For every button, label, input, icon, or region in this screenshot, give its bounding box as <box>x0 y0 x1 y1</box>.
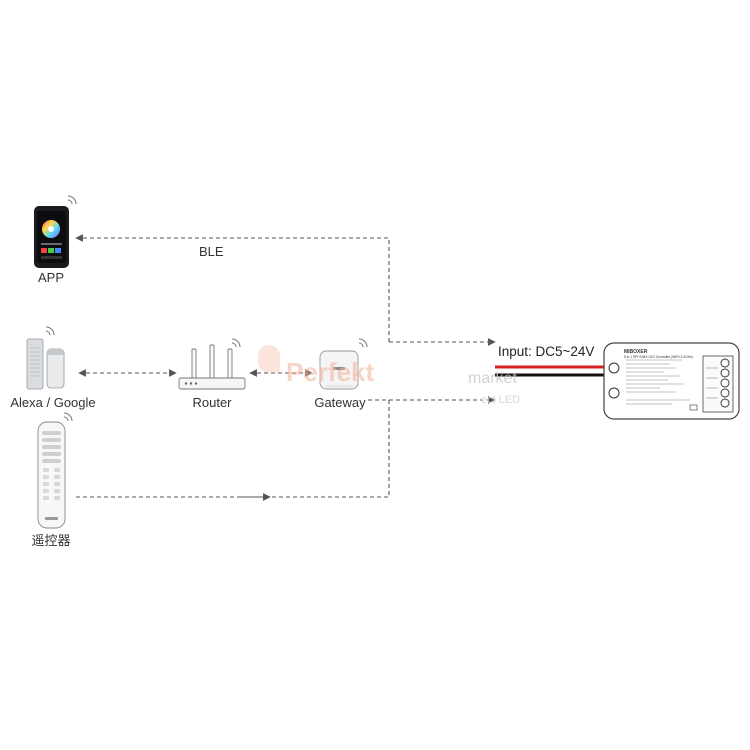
dashed-connections <box>75 234 496 501</box>
wifi-icon <box>67 195 77 205</box>
remote-control-icon <box>37 421 66 529</box>
wifi-icon <box>63 412 73 422</box>
remote-label: 遥控器 <box>31 533 71 548</box>
app-label: APP <box>37 270 65 285</box>
phone-icon <box>34 206 69 268</box>
watermark-tagline: ect LED <box>481 394 521 406</box>
wifi-icon <box>45 326 55 336</box>
wifi-icon <box>231 338 241 348</box>
gateway-label: Gateway <box>314 395 366 410</box>
smart-speaker-icon <box>26 338 65 390</box>
router-icon <box>178 344 246 390</box>
ble-line <box>75 234 390 342</box>
alexa-google-label: Alexa / Google <box>10 395 96 410</box>
led-controller-device <box>603 342 740 420</box>
controller-title: 5 in 1 SPI+DMX LED Controller (WiFi+2.4G… <box>624 355 693 359</box>
ble-label: BLE <box>199 244 224 259</box>
gateway-icon <box>319 350 359 390</box>
watermark-logo-icon <box>258 345 280 373</box>
input-voltage-label: Input: DC5~24V <box>498 344 595 359</box>
wifi-icon <box>358 338 368 348</box>
controller-brand: MiBOXER <box>624 349 648 355</box>
watermark-brand: Perfekt <box>286 357 375 387</box>
router-label: Router <box>192 395 232 410</box>
remote-line <box>76 400 390 498</box>
watermark-brand-suffix: market <box>468 370 517 387</box>
